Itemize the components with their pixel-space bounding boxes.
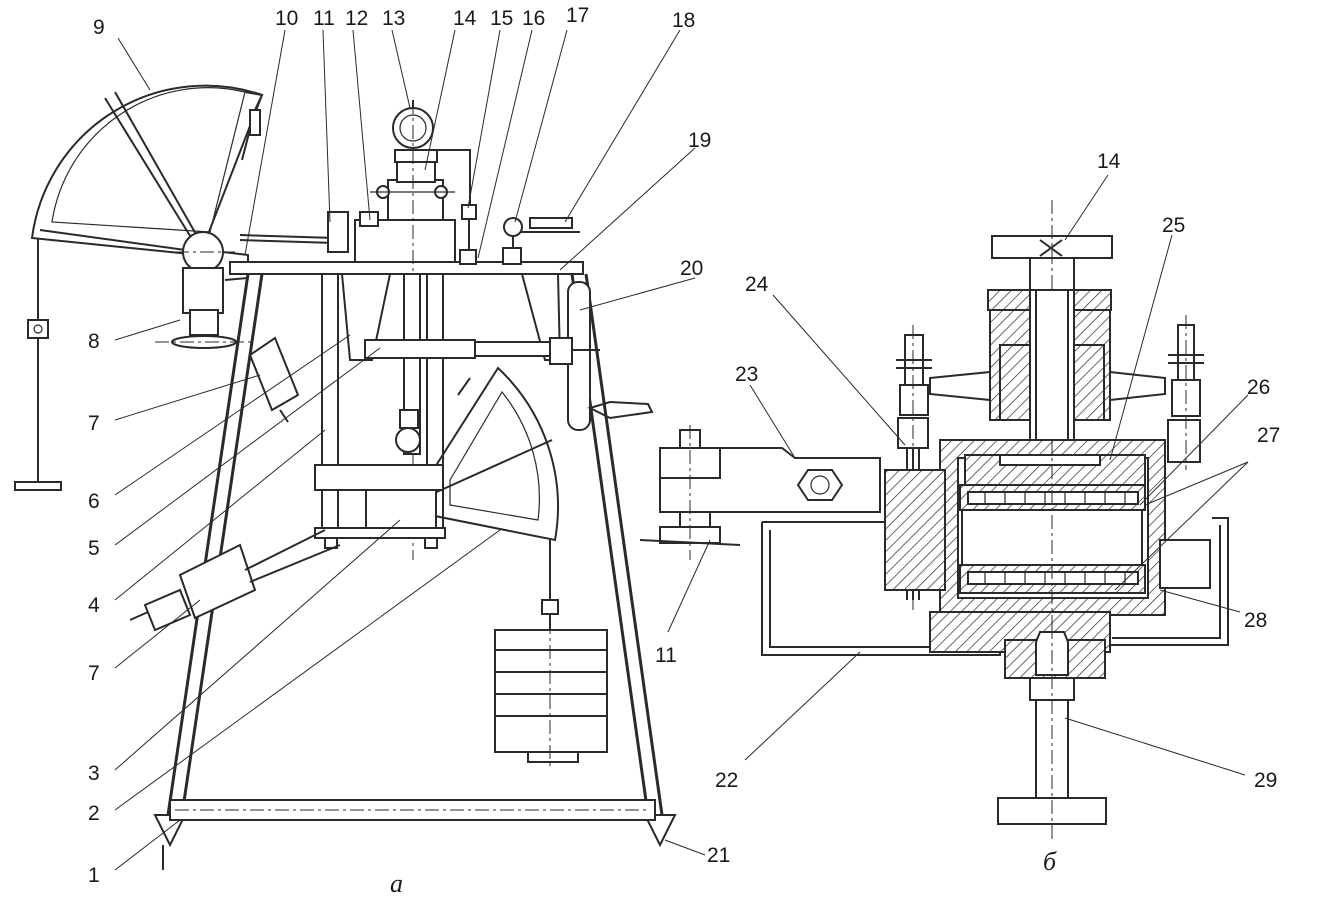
leaders-b [667,174,1249,776]
motor-upper [248,336,300,423]
frame-legs [153,273,677,870]
label-4: 4 [88,594,100,617]
bearing-block [929,289,1166,441]
label-7-upper: 7 [88,412,100,435]
label-16: 16 [522,7,545,30]
label-29: 29 [1254,769,1277,792]
label-20: 20 [680,257,703,280]
label-17: 17 [566,4,589,27]
lower-chamber [314,464,446,549]
label-13: 13 [382,7,405,30]
label-21: 21 [707,844,730,867]
view-a [14,29,706,871]
label-3: 3 [88,762,100,785]
label-23: 23 [735,363,758,386]
caption-a: а [390,869,403,898]
pendulum-sector [14,84,264,491]
view-b [639,174,1249,840]
caption-b: б [1043,847,1057,876]
leaders-a [114,29,706,871]
label-7-lower: 7 [88,662,100,685]
label-10: 10 [275,7,298,30]
arm-11 [239,234,336,239]
label-25: 25 [1162,214,1185,237]
arm-23 [639,425,881,560]
label-9: 9 [93,16,105,39]
lower-screw [997,625,1107,840]
label-22: 22 [715,769,738,792]
label-14: 14 [453,7,477,30]
label-5: 5 [88,537,100,560]
label-6: 6 [88,490,100,513]
part-labels: 9 10 11 12 13 14 15 16 17 18 19 20 8 7 6… [88,4,1280,887]
label-12: 12 [345,7,368,30]
motor-lower [129,529,341,632]
label-27: 27 [1257,424,1280,447]
label-19: 19 [688,129,711,152]
label-14-right: 14 [1097,150,1121,173]
pivot-hub [155,231,255,349]
label-11-right: 11 [655,644,677,667]
main-chamber [884,439,1211,653]
label-26: 26 [1247,376,1270,399]
label-18: 18 [672,9,695,32]
label-15: 15 [490,7,513,30]
loading-lever [395,366,608,770]
label-28: 28 [1244,609,1267,632]
label-8: 8 [88,330,100,353]
label-11: 11 [313,7,335,30]
label-2: 2 [88,802,100,825]
label-24: 24 [745,273,769,296]
view-captions: а б [390,847,1057,898]
label-1: 1 [88,864,100,887]
top-plate [229,261,584,275]
